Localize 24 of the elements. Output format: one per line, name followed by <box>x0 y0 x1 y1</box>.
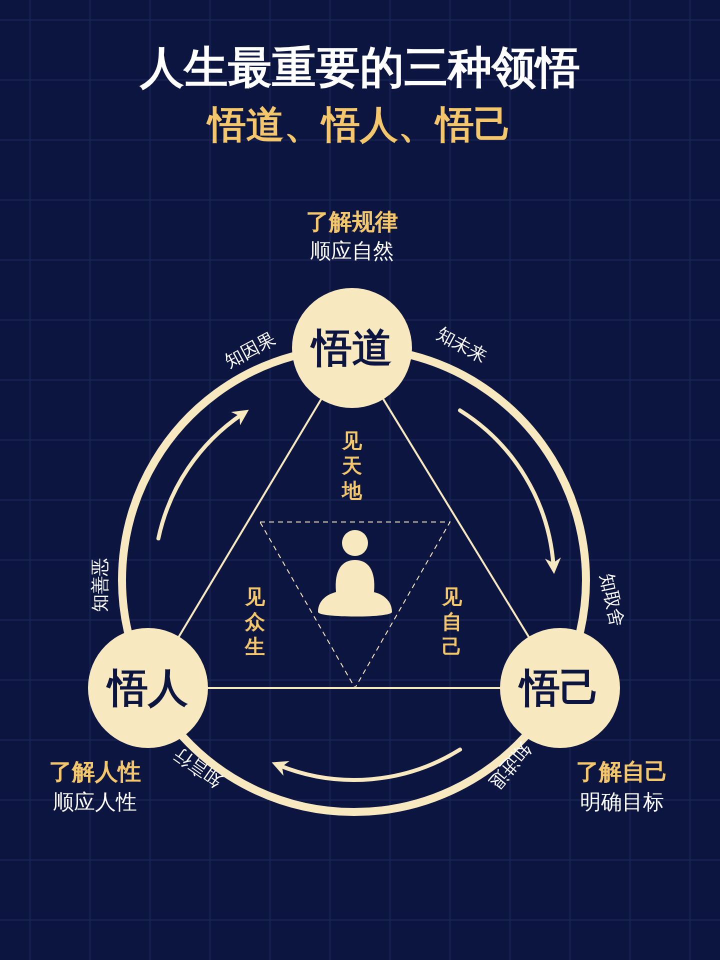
ring-arc <box>179 732 529 816</box>
ring-label: 知因果 <box>220 328 280 374</box>
ring-label: 知进退 <box>483 738 536 794</box>
node-heading: 了解规律 <box>306 208 398 238</box>
node-label: 悟人 <box>108 664 188 714</box>
connector-line <box>178 398 322 638</box>
connector-line <box>382 398 530 638</box>
node-subtitle: 顺应人性 <box>53 789 137 816</box>
node-heading: 了解人性 <box>49 758 141 788</box>
node-subtitle: 顺应自然 <box>310 238 394 265</box>
side-label: 见自己 <box>442 584 462 660</box>
node-label: 悟己 <box>520 664 600 714</box>
side-label: 见众生 <box>244 584 266 660</box>
ring-label: 知言行 <box>169 742 227 794</box>
node-subtitle: 明确目标 <box>580 789 664 816</box>
side-label: 见天地 <box>342 428 362 504</box>
ring-label: 知取舍 <box>594 571 628 629</box>
subtitle: 悟道、悟人、悟己 <box>208 102 512 148</box>
ring-label: 知未来 <box>432 322 492 368</box>
node-heading: 了解自己 <box>576 758 668 788</box>
ring-label: 知善恶 <box>89 558 112 612</box>
node-label: 悟道 <box>312 324 392 374</box>
connector-line <box>207 687 501 689</box>
title: 人生最重要的三种领悟 <box>140 42 580 96</box>
